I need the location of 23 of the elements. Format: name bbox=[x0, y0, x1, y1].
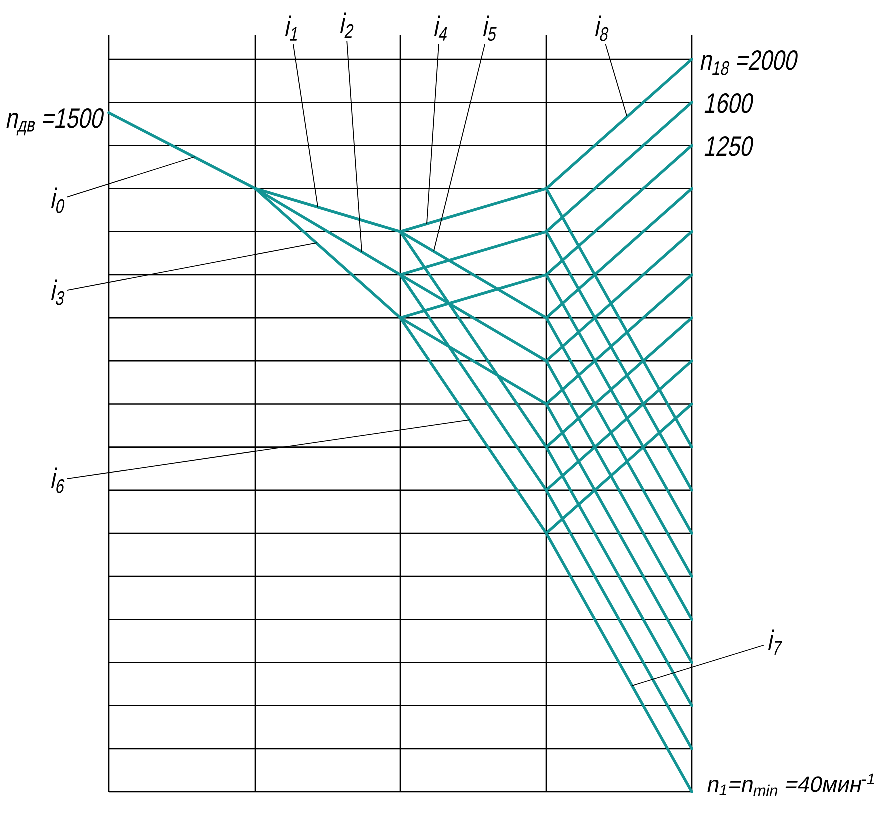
leader-line bbox=[632, 644, 764, 686]
ratio-label: i$_{1}$ bbox=[286, 16, 297, 41]
leader-line bbox=[434, 44, 486, 252]
leader-line bbox=[346, 40, 362, 252]
leader-line bbox=[66, 420, 470, 480]
ratio-label: i$_{5}$ bbox=[484, 16, 497, 42]
speed-label: n$_{дв}$ =1500 bbox=[6, 108, 104, 136]
speed-label: n$_{18}$ =2000 bbox=[700, 50, 798, 76]
ratio-label: i$_{2}$ bbox=[340, 12, 354, 38]
leader-line bbox=[292, 44, 318, 208]
speed-label: n$_{1}$=n$_{min}$ =40мин$^{-1}$ bbox=[708, 774, 874, 796]
leader-line bbox=[66, 156, 196, 198]
ratio-label: i$_{7}$ bbox=[768, 630, 782, 655]
leader-line bbox=[66, 242, 318, 292]
speed-label: 1250 bbox=[704, 136, 754, 156]
ratio-label: i$_{4}$ bbox=[434, 16, 448, 41]
ratio-label: i$_{0}$ bbox=[52, 188, 65, 214]
ratio-label: i$_{8}$ bbox=[596, 16, 609, 42]
leader-line bbox=[426, 44, 440, 224]
speed-label: 1600 bbox=[704, 93, 754, 114]
ratio-label: i$_{6}$ bbox=[52, 468, 65, 494]
ratio-label: i$_{3}$ bbox=[52, 280, 65, 306]
leader-line bbox=[605, 44, 628, 116]
